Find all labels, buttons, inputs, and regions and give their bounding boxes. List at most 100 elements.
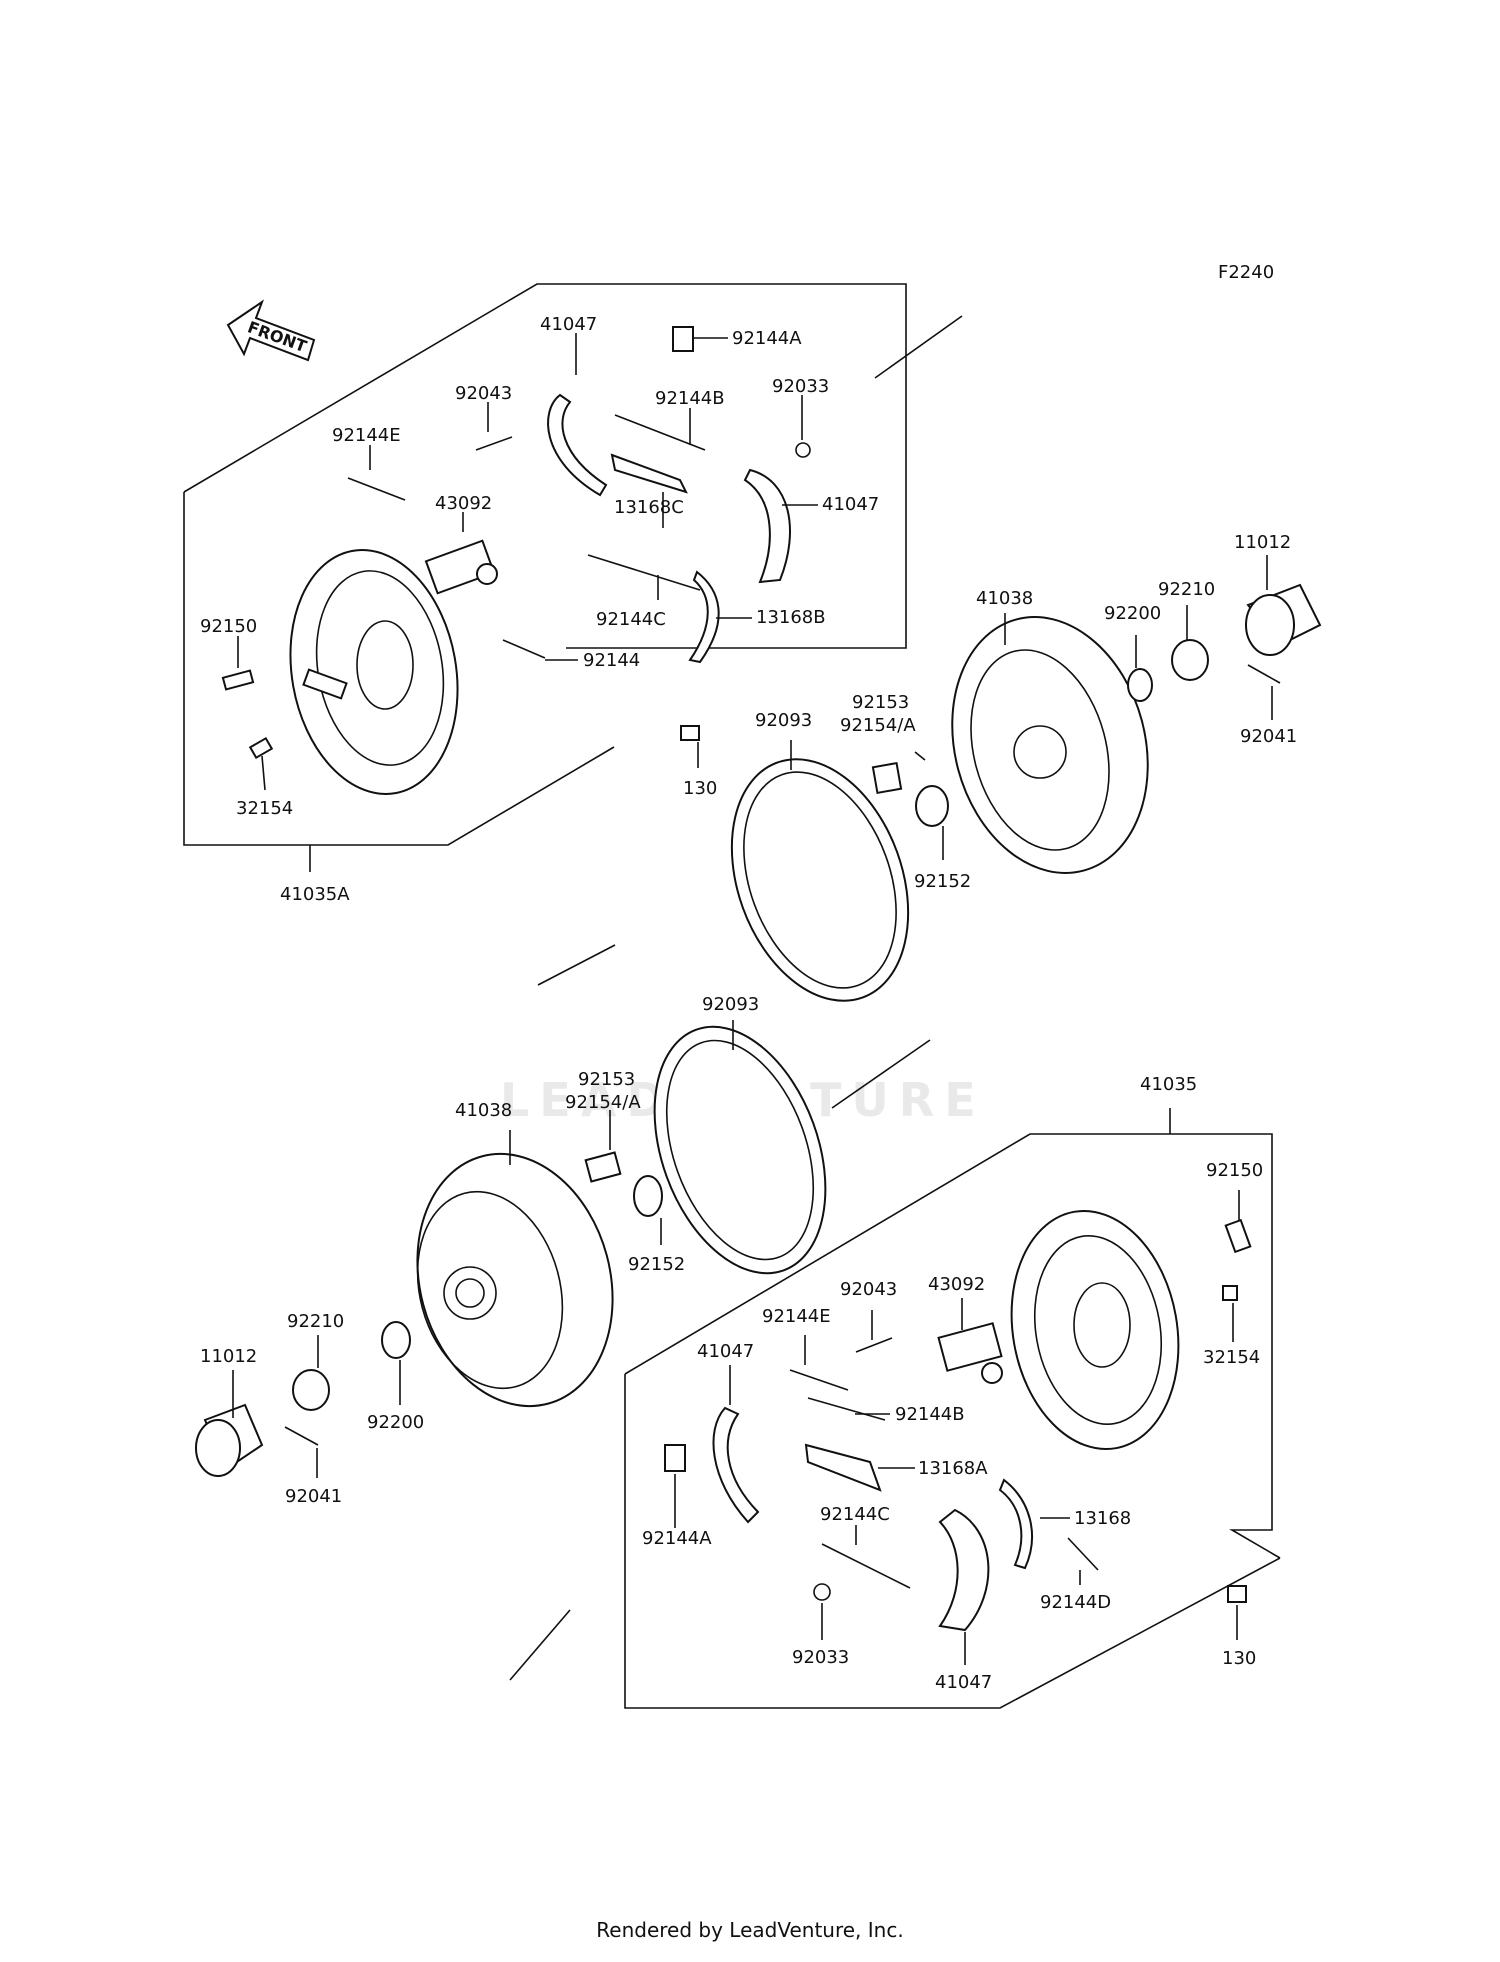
label-lower-circlip-92033: 92033: [792, 1647, 849, 1668]
label-lower-cap-11012: 11012: [200, 1346, 257, 1367]
label-lower-bolt-130: 130: [1222, 1648, 1256, 1669]
upper-washer-92200: [1127, 668, 1153, 702]
label-upper-bolt-130: 130: [683, 778, 717, 799]
upper-spring-92144c: [587, 554, 701, 591]
label-lower-lever-13168: 13168: [1074, 1508, 1131, 1529]
lower-shoe-41047-left: [712, 1406, 760, 1524]
upper-lever-13168b: [688, 570, 720, 664]
label-upper-shoe-41047-right: 41047: [822, 494, 879, 515]
upper-spring-92144b: [614, 414, 706, 451]
label-upper-seal-92093: 92093: [755, 710, 812, 731]
upper-spring-92144e: [347, 477, 406, 501]
label-upper-bolt-92154a: 92154/A: [840, 715, 916, 736]
label-lower-washer-seal-92152: 92152: [628, 1254, 685, 1275]
diagram-code: F2240: [1218, 262, 1274, 283]
upper-backing-plate: [289, 549, 459, 795]
lower-spring-92144b: [807, 1397, 886, 1421]
lower-seal-92093: [653, 1025, 827, 1275]
lower-spring-92144d: [1067, 1537, 1099, 1571]
upper-clip-92144a: [672, 326, 694, 352]
label-lower-lever-13168a: 13168A: [918, 1458, 988, 1479]
lower-wheel-cylinder-43092: [937, 1322, 1003, 1384]
label-lower-cotter-pin-92041: 92041: [285, 1486, 342, 1507]
lower-washer-92200: [381, 1321, 411, 1359]
label-upper-spring-92144b: 92144B: [655, 388, 725, 409]
upper-pin-92043: [475, 436, 513, 451]
lower-spring-92144e: [789, 1369, 849, 1391]
label-upper-cotter-pin-92041: 92041: [1240, 726, 1297, 747]
label-lower-spring-92144b: 92144B: [895, 1404, 965, 1425]
lower-cotter-pin-92041: [284, 1426, 319, 1446]
lower-group-frame: [509, 1039, 1281, 1709]
label-lower-spring-92144d: 92144D: [1040, 1592, 1111, 1613]
upper-shoe-41047-top: [547, 393, 608, 497]
footer-credit: Rendered by LeadVenture, Inc.: [596, 1918, 904, 1942]
label-lower-clip-92144a: 92144A: [642, 1528, 712, 1549]
lower-bolt-130: [1227, 1585, 1247, 1603]
upper-seal-92093: [730, 758, 910, 1002]
front-label: FRONT: [245, 317, 309, 356]
upper-nut-92210: [1171, 639, 1209, 681]
label-upper-bleeder-32154: 32154: [236, 798, 293, 819]
lower-brake-drum-41038: [416, 1152, 614, 1408]
label-upper-lever-13168c: 13168C: [614, 497, 684, 518]
label-upper-lever-13168b: 13168B: [756, 607, 826, 628]
lower-circlip-92033: [813, 1583, 831, 1601]
upper-bolt-130: [680, 725, 700, 741]
label-upper-clip-92144a: 92144A: [732, 328, 802, 349]
upper-bleeder-32154: [248, 736, 274, 760]
upper-shoe-41047-right: [743, 468, 791, 584]
label-lower-drum-41038: 41038: [455, 1100, 512, 1121]
leader-lines: [232, 333, 1273, 1665]
lower-lever-13168: [998, 1478, 1033, 1570]
label-lower-nut-92210: 92210: [287, 1311, 344, 1332]
label-lower-bolt-92150: 92150: [1206, 1160, 1263, 1181]
label-upper-shoe-41047-top: 41047: [540, 314, 597, 335]
lower-assembly-label: 41035: [1140, 1074, 1197, 1095]
label-lower-bolt-92154a: 92154/A: [565, 1092, 641, 1113]
upper-wheel-cylinder-43092: [424, 539, 498, 595]
upper-bolt-92153: [871, 761, 903, 795]
label-lower-washer-92200: 92200: [367, 1412, 424, 1433]
lower-bleeder-32154: [1222, 1285, 1238, 1301]
label-upper-drum-41038: 41038: [976, 588, 1033, 609]
upper-brake-drum-41038: [951, 616, 1149, 874]
upper-circlip-92033: [795, 442, 811, 458]
label-lower-shoe-41047-bottom: 41047: [935, 1672, 992, 1693]
lower-bolt-92150: [1224, 1218, 1252, 1254]
label-lower-bolt-92153: 92153: [578, 1069, 635, 1090]
label-upper-bolt-92153: 92153: [852, 692, 909, 713]
label-lower-wheel-cylinder-43092: 43092: [928, 1274, 985, 1295]
lower-spring-92144c: [821, 1543, 911, 1589]
label-upper-spring-92144e: 92144E: [332, 425, 401, 446]
upper-assembly-label: 41035A: [280, 884, 350, 905]
label-lower-pin-92043: 92043: [840, 1279, 897, 1300]
upper-cap-11012: [1245, 583, 1322, 656]
label-upper-bolt-92150: 92150: [200, 616, 257, 637]
upper-washer-seal-92152: [915, 785, 949, 827]
label-lower-spring-92144e: 92144E: [762, 1306, 831, 1327]
label-upper-spring-92144c: 92144C: [596, 609, 666, 630]
lower-lever-13168a: [804, 1443, 882, 1492]
lower-backing-plate: [1010, 1209, 1180, 1451]
upper-seal-leader: [537, 944, 616, 986]
lower-washer-seal-92152: [633, 1175, 663, 1217]
label-upper-wheel-cylinder-43092: 43092: [435, 493, 492, 514]
label-lower-seal-92093: 92093: [702, 994, 759, 1015]
upper-bolt-92150: [221, 669, 255, 691]
label-upper-pin-92043: 92043: [455, 383, 512, 404]
label-upper-circlip-92033: 92033: [772, 376, 829, 397]
label-upper-nut-92210: 92210: [1158, 579, 1215, 600]
lower-cap-11012: [195, 1403, 264, 1477]
upper-spring-92144: [502, 639, 546, 659]
upper-lever-13168c: [610, 453, 688, 494]
label-upper-washer-seal-92152: 92152: [914, 871, 971, 892]
upper-cotter-pin-92041: [1247, 664, 1281, 684]
lower-bolt-92153: [584, 1151, 622, 1183]
lower-clip-92144a: [664, 1444, 686, 1472]
lower-shoe-41047-bottom: [938, 1508, 990, 1632]
label-lower-bleeder-32154: 32154: [1203, 1347, 1260, 1368]
label-upper-spring-92144: 92144: [583, 650, 640, 671]
label-lower-spring-92144c: 92144C: [820, 1504, 890, 1525]
